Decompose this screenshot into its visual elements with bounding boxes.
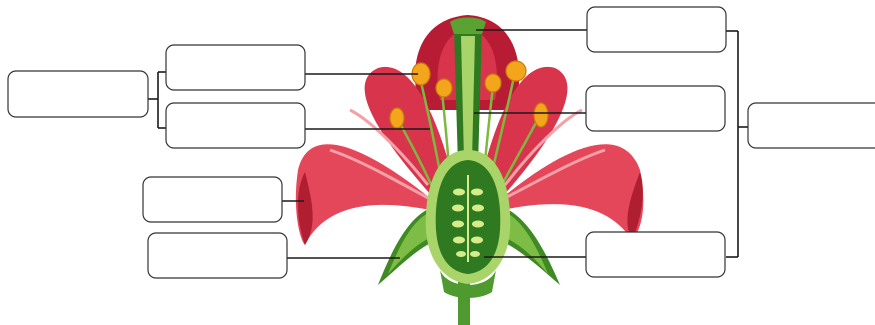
ovule	[471, 189, 483, 196]
ovule	[471, 237, 483, 244]
label-box-right-outer[interactable]	[748, 103, 875, 148]
ovule	[470, 251, 480, 257]
flower-illustration	[296, 15, 643, 325]
anther	[436, 79, 452, 97]
label-box-right-bottom[interactable]	[586, 232, 725, 277]
ovule	[472, 221, 484, 228]
label-box-left-upper[interactable]	[166, 103, 305, 148]
label-box-left-bottom[interactable]	[148, 233, 287, 278]
anther	[506, 61, 526, 81]
ovule	[453, 189, 465, 196]
label-box-right-middle[interactable]	[586, 86, 725, 131]
ovule	[452, 221, 464, 228]
label-box-left-middle[interactable]	[143, 177, 282, 222]
ovule	[452, 205, 464, 212]
ovule	[453, 237, 465, 244]
anther	[534, 103, 548, 127]
ovule	[456, 251, 466, 257]
anther	[485, 74, 501, 92]
label-box-left-top[interactable]	[166, 45, 305, 90]
anther	[390, 108, 404, 128]
stigma	[450, 18, 486, 35]
ovule	[472, 205, 484, 212]
label-box-left-outer[interactable]	[8, 71, 148, 117]
label-box-right-top[interactable]	[587, 7, 726, 52]
